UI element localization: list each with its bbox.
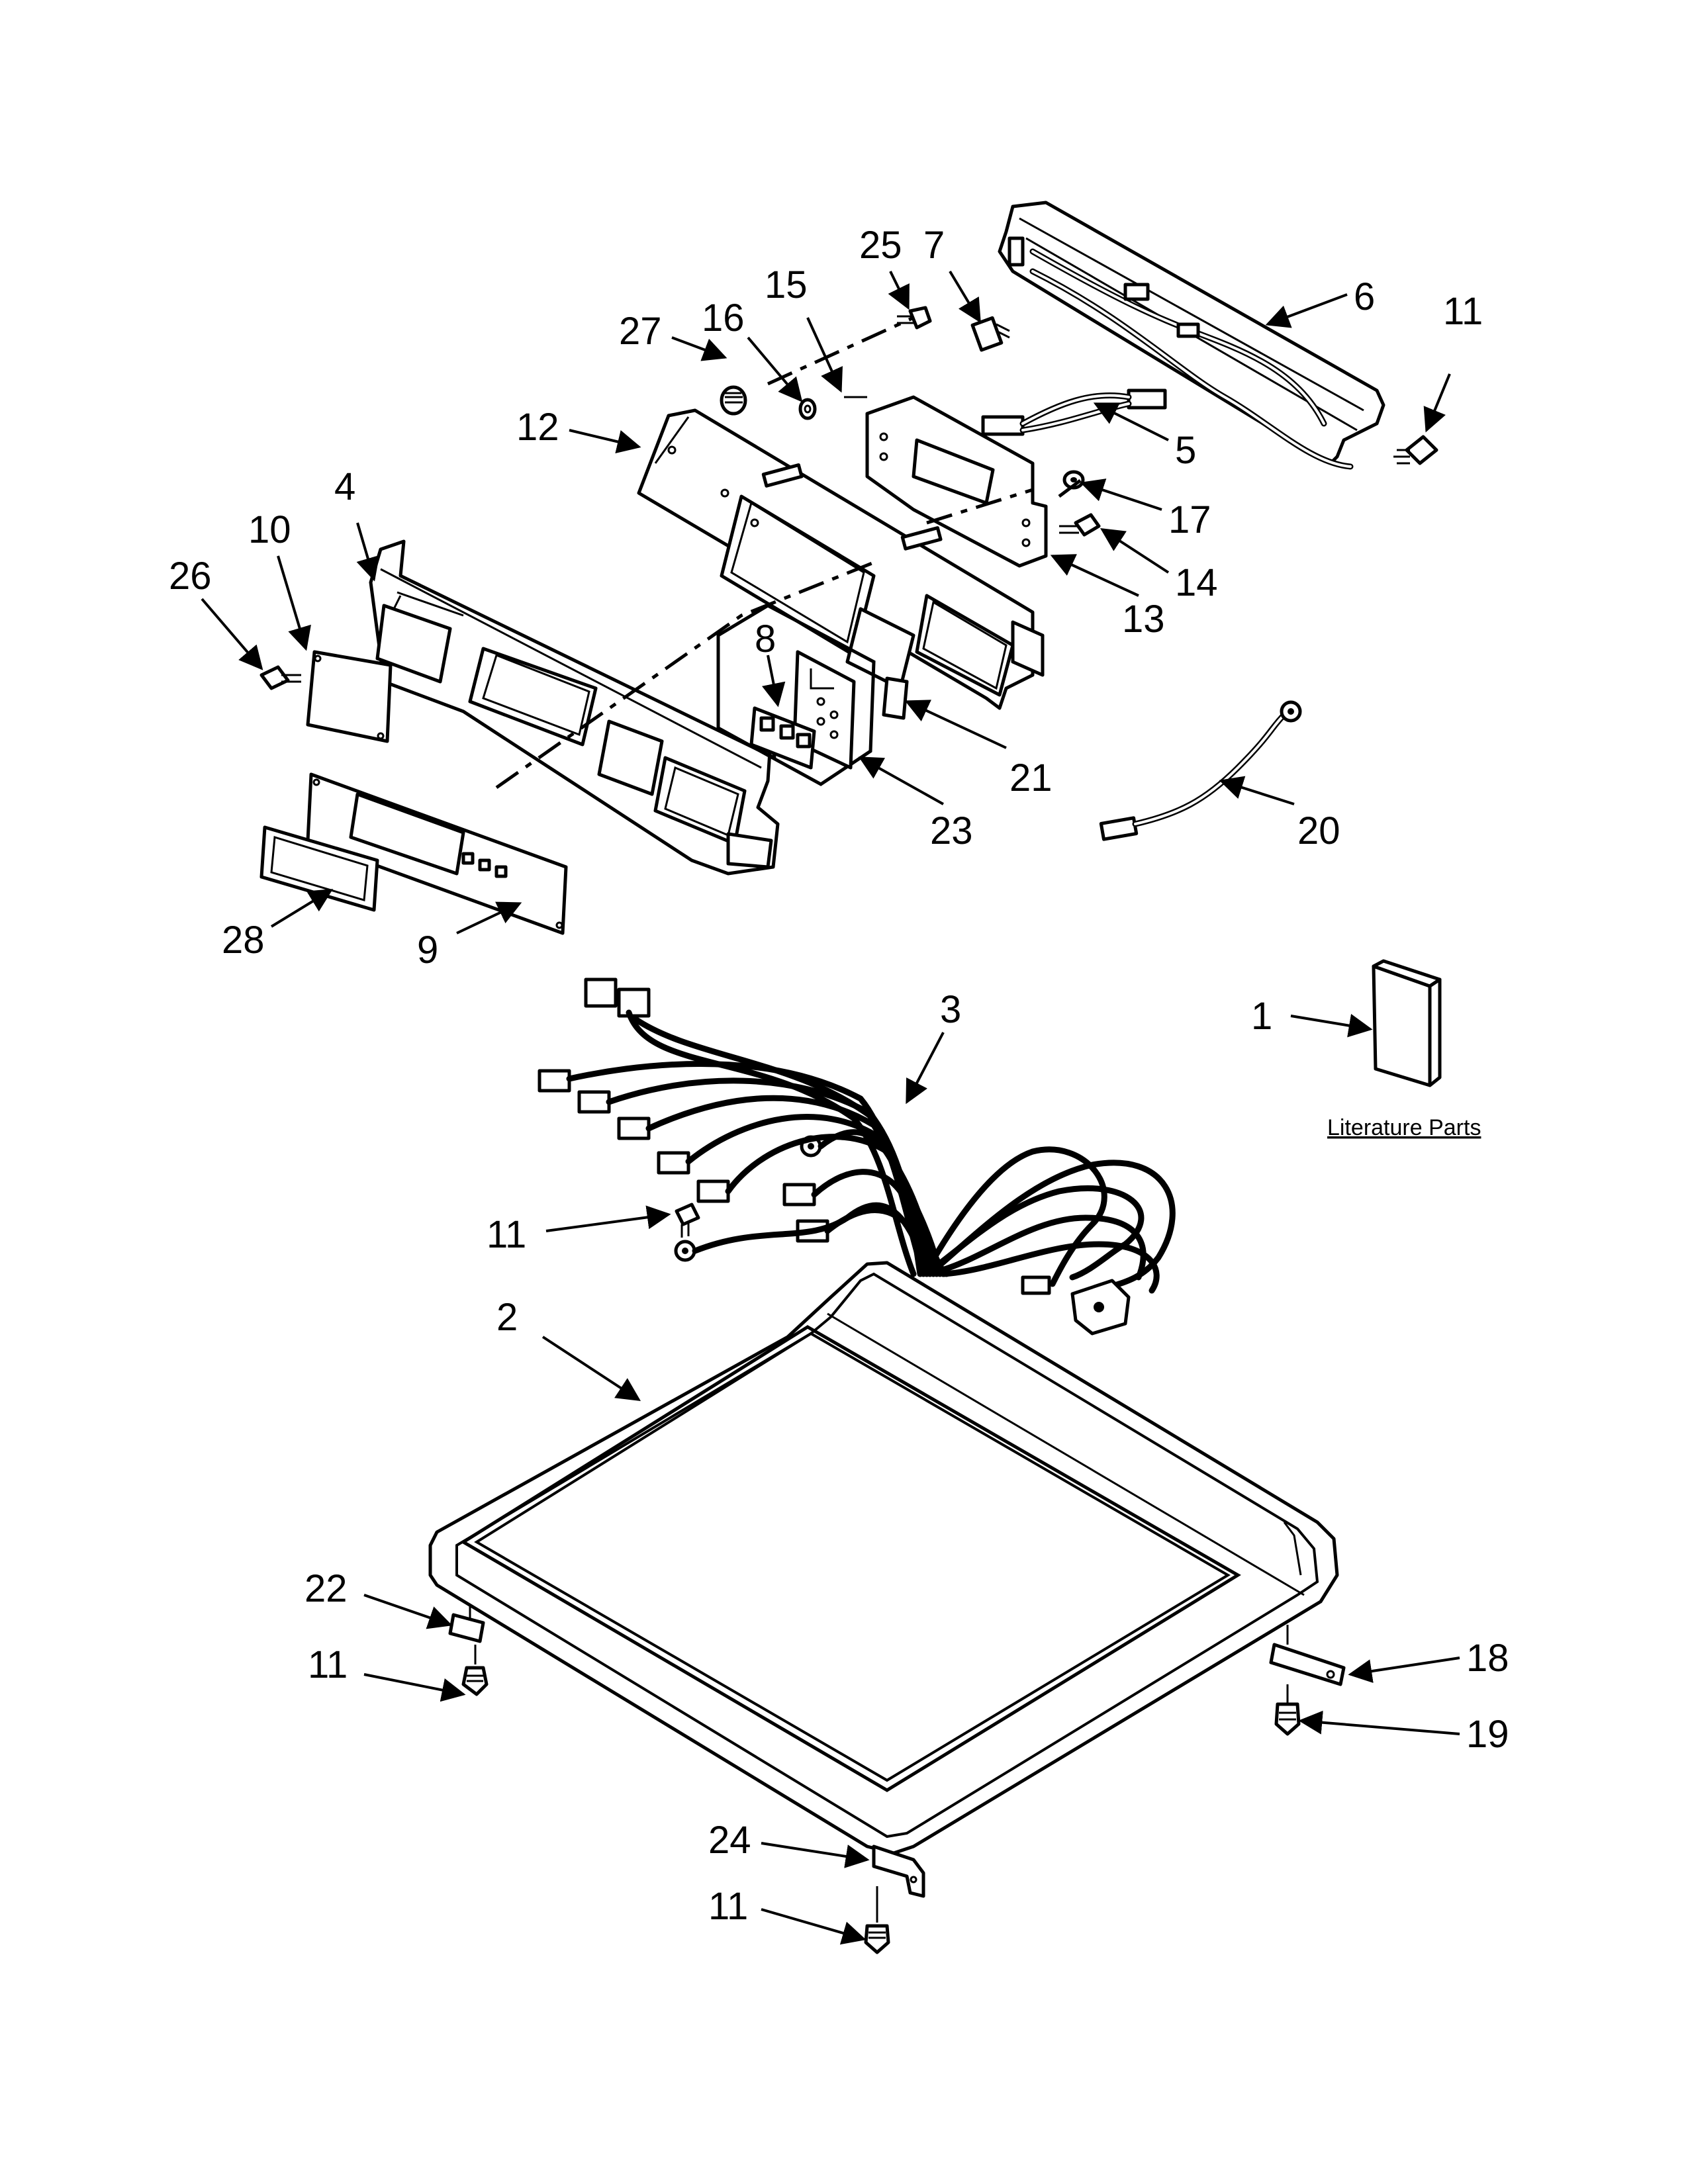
callout-16: 16: [702, 296, 745, 340]
callout-7: 7: [923, 224, 945, 267]
hinge-part-24: [872, 1844, 925, 1898]
callout-17: 17: [1168, 498, 1211, 541]
top-panel-part-2: [428, 1261, 1339, 1855]
callout-10: 10: [248, 508, 291, 551]
display-lens-part-28: [259, 825, 379, 912]
callout-24: 24: [708, 1819, 751, 1862]
callout-25: 25: [859, 224, 902, 267]
label-panel-part-10: [306, 650, 393, 743]
callout-28: 28: [222, 919, 265, 962]
callout-22: 22: [305, 1567, 348, 1610]
screw-part-11-top: [1393, 435, 1438, 465]
alignment-line-2: [767, 316, 915, 386]
bracket-part-21: [882, 676, 909, 720]
main-wire-harness-part-3: [538, 978, 1176, 1336]
leader-lines: [201, 270, 1460, 1945]
callout-27: 27: [619, 310, 662, 353]
literature-parts-label: Literature Parts: [1327, 1115, 1481, 1140]
screw-part-11-bottom-left: [461, 1645, 489, 1696]
knob-part-27: [720, 385, 747, 416]
callout-3: 3: [940, 988, 961, 1031]
callout-21: 21: [1009, 756, 1053, 799]
callout-5: 5: [1175, 429, 1196, 472]
callout-14: 14: [1175, 561, 1218, 604]
callout-23: 23: [930, 809, 973, 852]
callout-2: 2: [496, 1296, 518, 1339]
rear-bracket-part-6: [998, 201, 1385, 470]
screw-part-25: [897, 306, 932, 330]
callout-12: 12: [516, 406, 559, 449]
console-panel-part-4: [369, 539, 780, 876]
screw-part-19: [1274, 1684, 1301, 1736]
hinge-part-18: [1269, 1625, 1346, 1686]
callout-11: 11: [1443, 290, 1483, 333]
callout-19: 19: [1466, 1713, 1509, 1756]
literature-part-1: [1372, 959, 1442, 1087]
callout-18: 18: [1466, 1637, 1509, 1680]
connector-part-7: [970, 316, 1010, 352]
console-housing-part-12: [637, 408, 1045, 710]
callout-15: 15: [765, 263, 808, 306]
callout-26: 26: [169, 555, 212, 598]
screw-part-14: [1059, 513, 1101, 537]
callout-20: 20: [1297, 809, 1340, 852]
alignment-line-3: [926, 475, 1087, 525]
callout-11-bottom-center: 11: [708, 1885, 748, 1928]
screw-part-11-middle: [675, 1203, 700, 1238]
alignment-line: [495, 561, 874, 790]
callout-1: 1: [1251, 995, 1272, 1038]
switch-part-8: [749, 706, 816, 770]
washer-part-16: [798, 398, 817, 420]
overlay-panel-part-9: [306, 772, 568, 935]
callout-11-middle: 11: [487, 1213, 526, 1256]
callout-4: 4: [334, 465, 355, 508]
ground-wire-part-20: [1099, 700, 1302, 841]
callout-8: 8: [755, 617, 776, 660]
callout-11-bottom-left: 11: [308, 1643, 348, 1686]
screw-part-11-bottom-center: [864, 1886, 890, 1954]
screw-part-26: [259, 665, 301, 690]
wire-harness-part-5: [981, 388, 1167, 436]
callout-9: 9: [417, 929, 438, 972]
callout-13: 13: [1122, 598, 1165, 641]
callout-6: 6: [1354, 275, 1375, 318]
callout-labels: 25 7 6 11 15 16 27 12 5 17 14 13 4 10 26…: [169, 224, 1509, 1928]
